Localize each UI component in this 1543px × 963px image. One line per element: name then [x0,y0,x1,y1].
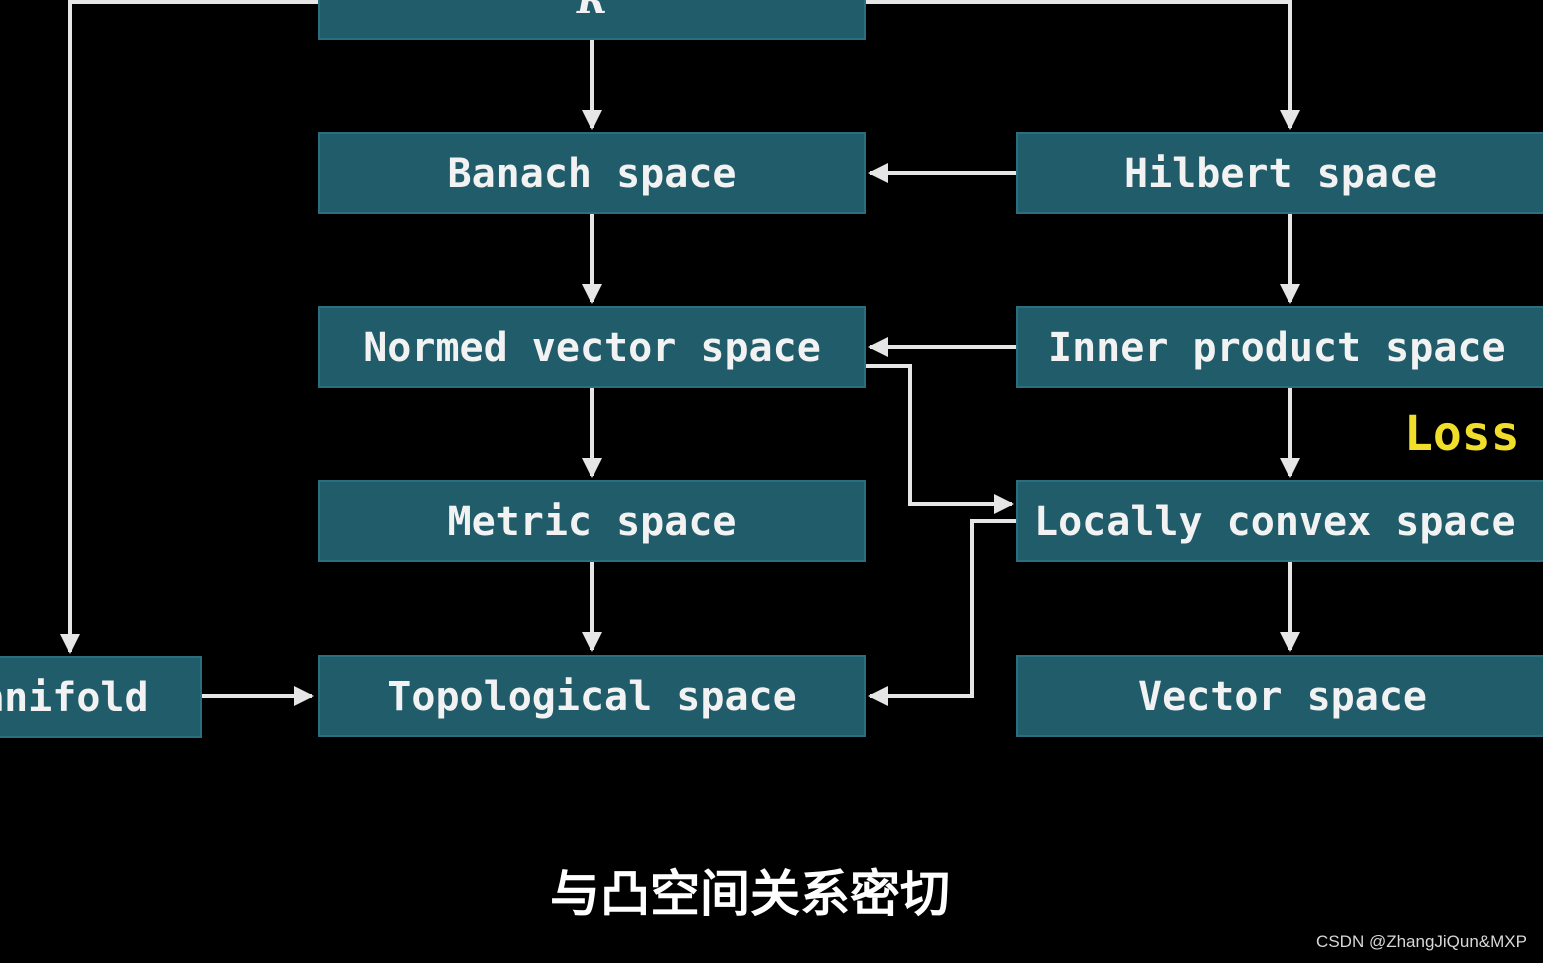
node-locally-convex-space: Locally convex space [1016,480,1543,562]
node-metric-space-label: Metric space [447,499,737,545]
node-normed-vector-space-label: Normed vector space [363,325,821,371]
loss-annotation: Loss [1404,406,1520,462]
node-metric-space: Metric space [318,480,866,562]
node-top-label: R [577,0,607,22]
arrow-normed-to-locally-convex [864,364,1014,514]
node-banach-space-label: Banach space [447,151,737,197]
csdn-watermark: CSDN @ZhangJiQun&MXP [1316,932,1527,951]
video-subtitle: 与凸空间关系密切 [550,865,950,923]
node-inner-product-space-label: Inner product space [1048,325,1506,371]
node-locally-convex-space-label: Locally convex space [1034,499,1516,545]
node-top: R [318,0,866,40]
node-topological-space: Topological space [318,655,866,737]
node-normed-vector-space: Normed vector space [318,306,866,388]
node-hilbert-space: Hilbert space [1016,132,1543,214]
arrow-locally-convex-to-topological [868,519,1018,706]
node-topological-space-label: Topological space [387,674,797,720]
node-hilbert-space-label: Hilbert space [1124,151,1438,197]
node-vector-space-label: Vector space [1138,674,1427,720]
node-inner-product-space: Inner product space [1016,306,1543,388]
arrow-top-to-manifold [60,0,318,654]
arrow-top-to-hilbert [864,0,1300,130]
node-vector-space: Vector space [1016,655,1543,737]
node-manifold-label: anifold [0,675,149,721]
node-manifold: anifold [0,656,202,738]
node-banach-space: Banach space [318,132,866,214]
